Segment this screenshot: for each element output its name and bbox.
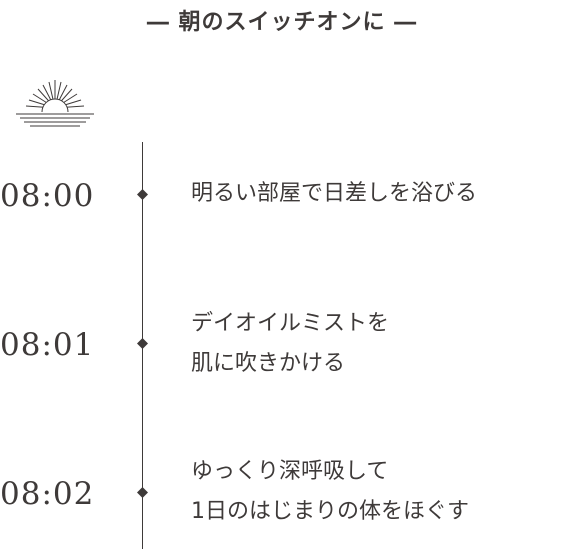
timeline-text-line: デイオイルミストを: [191, 311, 390, 336]
diamond-marker-icon: [137, 487, 148, 498]
timeline-text-line: 1日のはじまりの体をほぐす: [191, 499, 469, 524]
sunrise-icon: [16, 80, 94, 127]
timeline-text: デイオイルミストを 肌に吹きかける: [191, 304, 389, 384]
timeline-time: 08:00: [0, 178, 95, 214]
diamond-marker-icon: [137, 189, 148, 200]
timeline-text-line: ゆっくり深呼吸して: [191, 459, 389, 484]
timeline-time: 08:01: [0, 327, 95, 363]
timeline-text: ゆっくり深呼吸して 1日のはじまりの体をほぐす: [191, 452, 469, 532]
diamond-marker-icon: [137, 338, 148, 349]
timeline-text-line: 明るい部屋で日差しを浴びる: [191, 181, 478, 206]
page-title: ― 朝のスイッチオンに ―: [146, 10, 418, 35]
timeline-text-line: 肌に吹きかける: [191, 351, 346, 376]
timeline-text: 明るい部屋で日差しを浴びる: [191, 174, 477, 214]
timeline-time: 08:02: [0, 476, 95, 512]
